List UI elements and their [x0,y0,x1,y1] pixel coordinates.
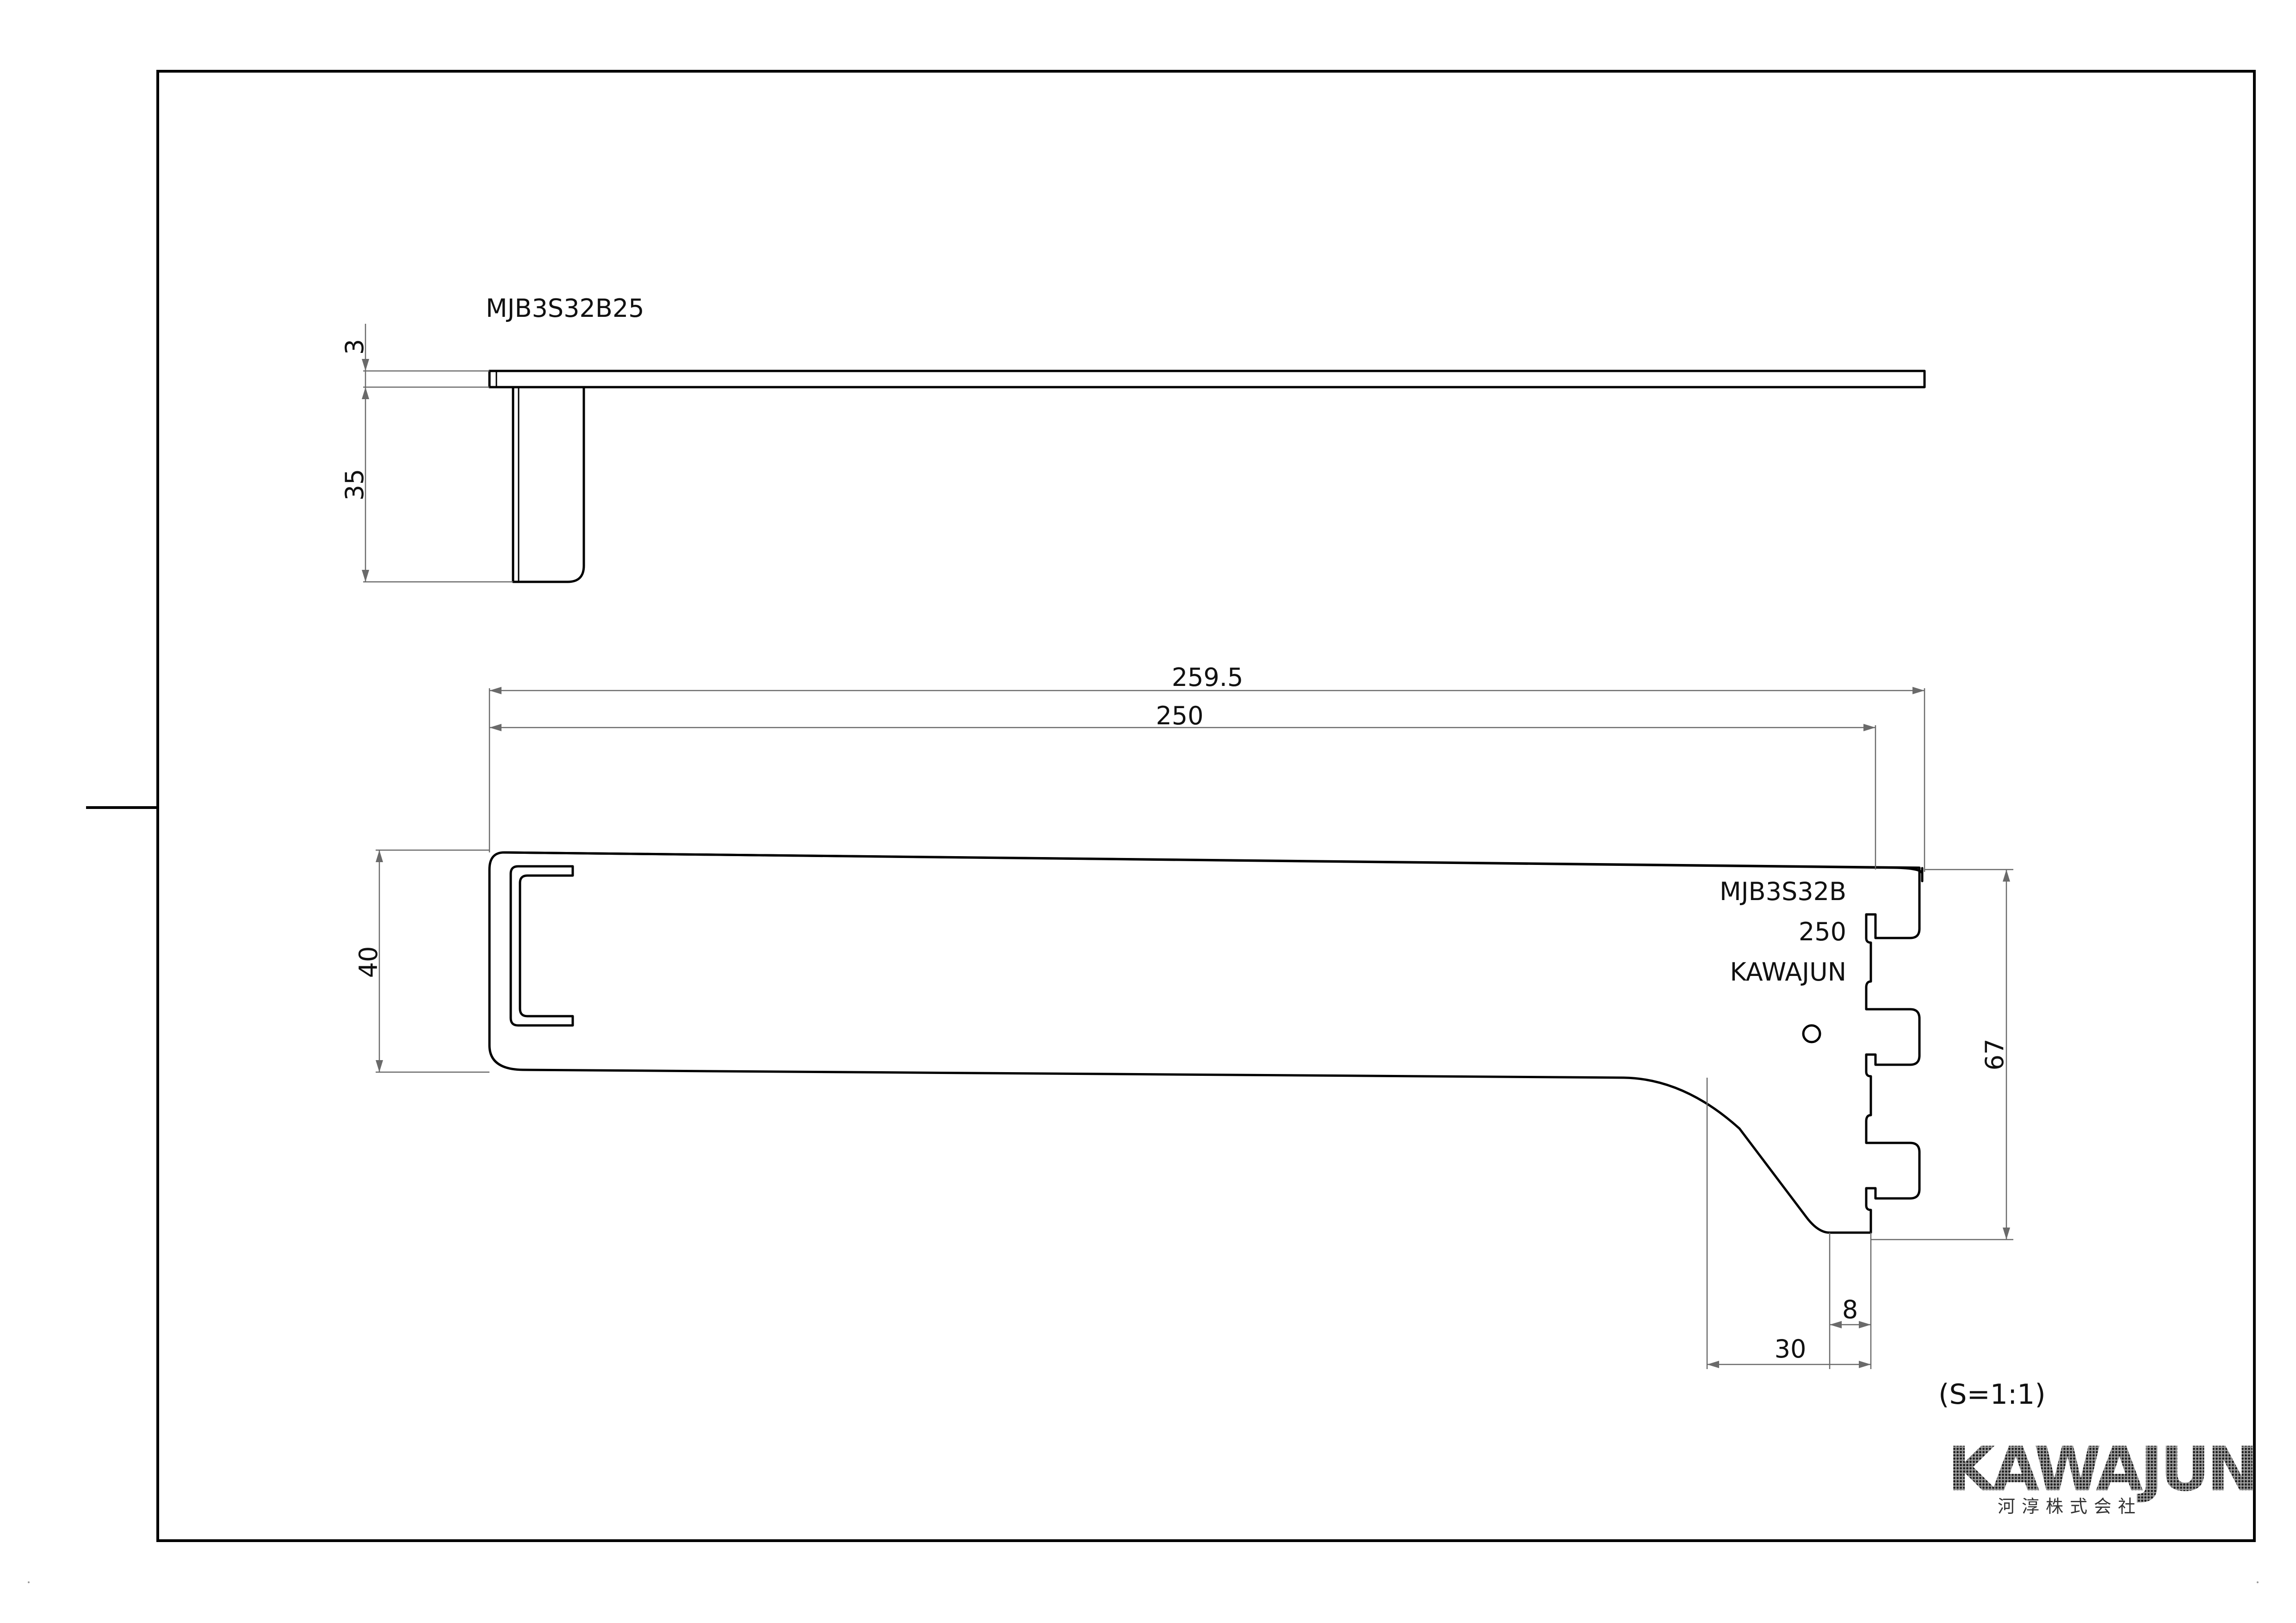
top-view-bracket-web [512,387,585,583]
dim-250-arrow-right [1863,724,1875,731]
engraving-model: MJB3S32B [1720,877,1846,906]
dim-259-arrow-right [1912,687,1925,694]
bracket-hole [1802,1024,1821,1043]
side-view: MJB3S32B 250 KAWAJUN 259.5 250 40 67 [354,663,2013,1369]
dim-30-arrow-left [1707,1361,1719,1368]
company-logo: KAWAJUN 河淳株式会社 [1948,1434,2258,1517]
dim-3-arrow [362,359,369,371]
engraving-length: 250 [1799,917,1846,946]
bracket-outline [504,851,1924,882]
top-view-model-code: MJB3S32B25 [486,294,644,323]
dim-30-arrow-right [1859,1361,1871,1368]
corner-mark-right [2257,1581,2259,1583]
logo-company-jp: 河淳株式会社 [1998,1496,2142,1517]
dim-35-arrow-top [362,387,369,399]
top-view-shelf-plate [488,370,1926,389]
dim-259-arrow-left [489,687,501,694]
top-view: MJB3S32B25 3 35 [340,294,1926,583]
dim-40-arrow-bottom [376,1060,383,1072]
logo-wordmark: KAWAJUN [1948,1434,2255,1505]
dim-67-label: 67 [1980,1039,2009,1071]
dim-40-arrow-top [376,850,383,862]
bracket-profile [488,851,1921,1234]
dim-67-arrow-bottom [2003,1228,2010,1240]
dim-3-label: 3 [340,339,369,355]
scale-label: (S=1:1) [1938,1378,2046,1411]
bracket-inner-slot [509,865,574,1027]
dim-40-label: 40 [354,946,383,978]
dim-259-label: 259.5 [1172,663,1244,692]
corner-mark-left [28,1581,30,1583]
dim-30-label: 30 [1775,1334,1807,1364]
dim-67-arrow-top [2003,870,2010,882]
dim-250-arrow-left [489,724,501,731]
dim-8-arrow-left [1830,1321,1842,1328]
drawing-frame [156,70,2256,1542]
dim-250-label: 250 [1156,701,1203,730]
dim-8-label: 8 [1842,1295,1858,1324]
dim-35-label: 35 [340,469,369,501]
dim-8-arrow-right [1859,1321,1871,1328]
engraving-brand: KAWAJUN [1730,957,1846,987]
dim-35-arrow-bottom [362,570,369,582]
